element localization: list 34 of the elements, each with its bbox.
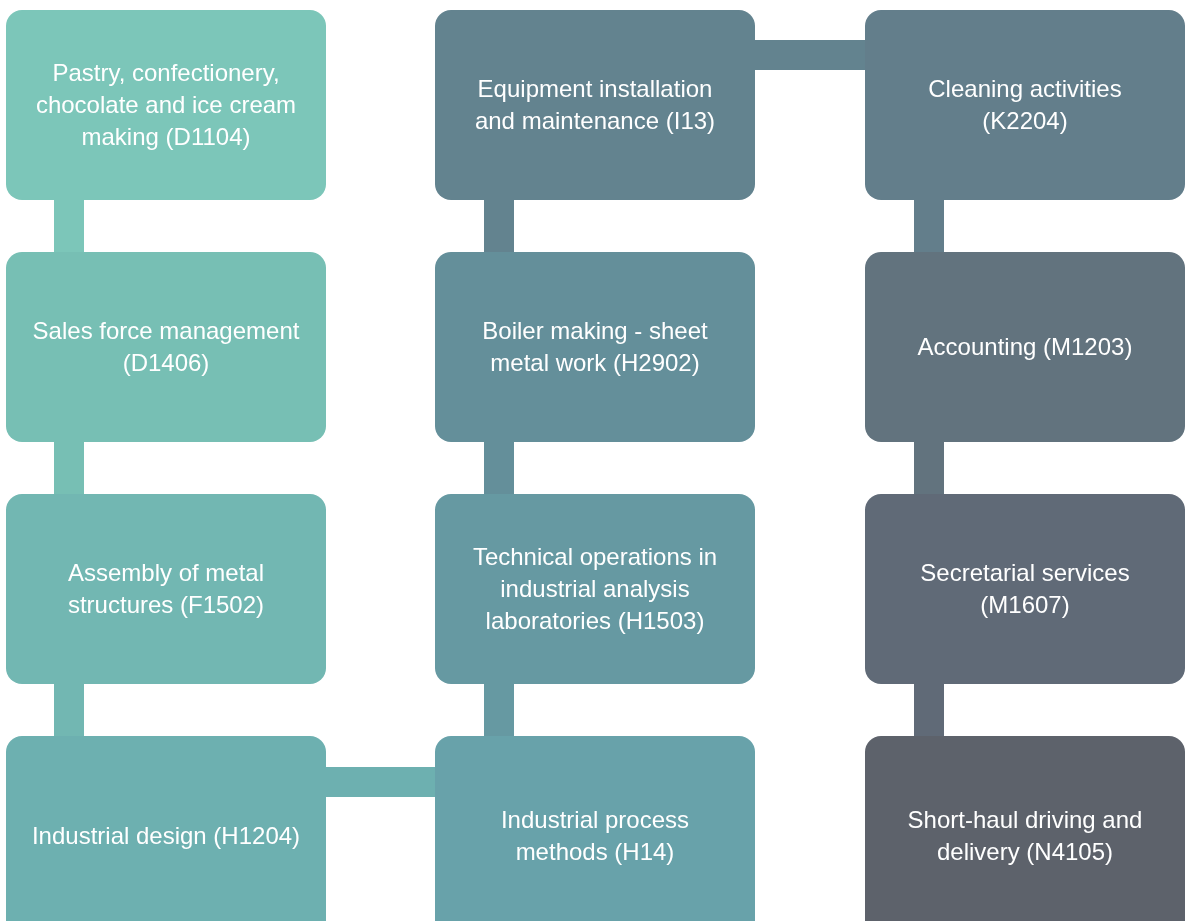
process-box — [865, 494, 1185, 684]
connector-bar — [54, 442, 84, 494]
box-label: Short-haul driving and delivery (N4105) — [906, 805, 1144, 867]
box-label: Sales force management (D1406) — [31, 316, 301, 378]
box-label: Accounting (M1203) — [917, 332, 1133, 362]
process-box — [435, 494, 755, 684]
process-box — [865, 10, 1185, 200]
connector-bar — [914, 442, 944, 494]
connector-bar — [484, 442, 514, 494]
connector-bar — [484, 684, 514, 736]
process-box — [865, 252, 1185, 442]
box-label: Cleaning activities (K2204) — [927, 74, 1123, 136]
connector-bar — [54, 200, 84, 252]
box-label: Secretarial services (M1607) — [919, 558, 1131, 620]
process-box — [6, 252, 326, 442]
process-box — [865, 736, 1185, 921]
process-box — [6, 736, 326, 921]
box-label: Assembly of metal structures (F1502) — [66, 558, 266, 620]
box-label: Pastry, confectionery, chocolate and ice cream making (D1104) — [34, 58, 298, 152]
box-label: Industrial process methods (H14) — [499, 805, 691, 867]
box-label: Boiler making - sheet metal work (H2902) — [481, 316, 709, 378]
process-box — [435, 736, 755, 921]
process-box — [6, 10, 326, 200]
connector-bar — [484, 200, 514, 252]
connector-bar — [914, 200, 944, 252]
box-label: Technical operations in industrial analysis laboratories (H1503) — [471, 542, 719, 636]
box-label: Industrial design (H1204) — [31, 821, 301, 851]
connector-bar — [914, 684, 944, 736]
process-box — [435, 10, 755, 200]
connector-bar — [54, 684, 84, 736]
process-box — [435, 252, 755, 442]
box-label: Equipment installation and maintenance (I13) — [473, 74, 717, 136]
connector-bar — [326, 767, 435, 797]
process-box — [6, 494, 326, 684]
